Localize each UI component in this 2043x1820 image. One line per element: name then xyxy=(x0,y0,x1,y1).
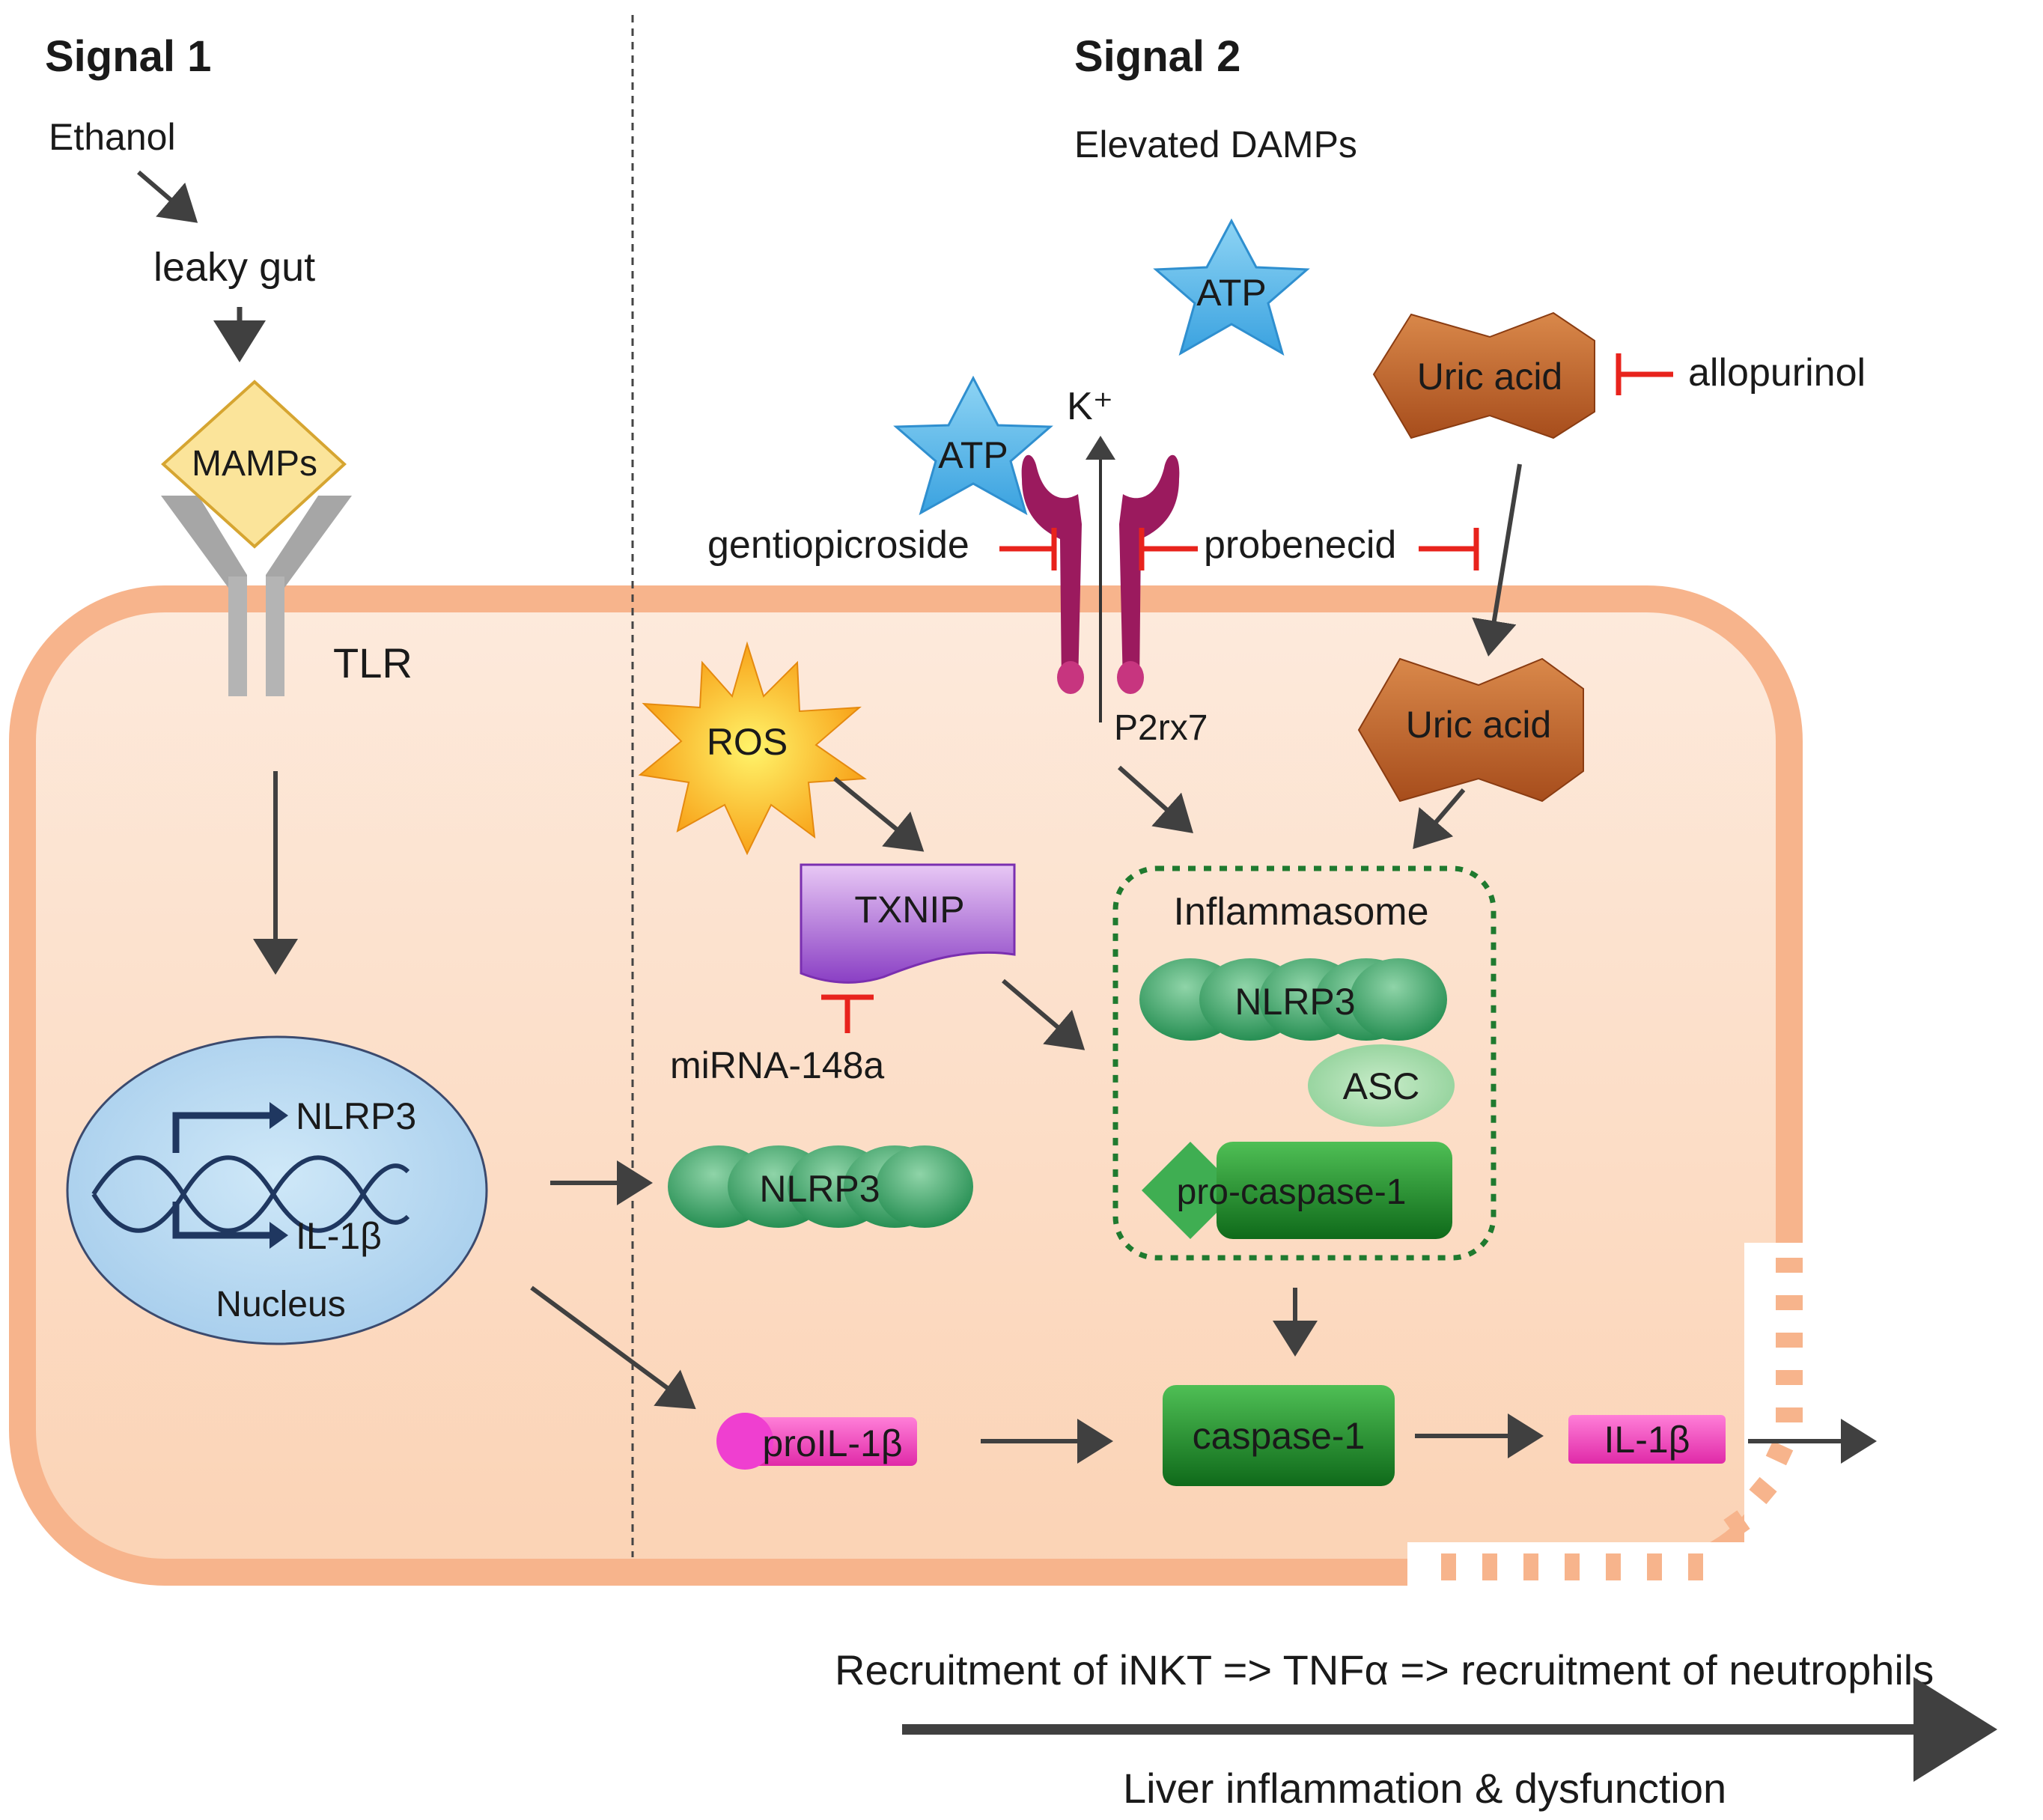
proil1b-label: proIL-1β xyxy=(762,1422,902,1464)
mirna-inhibitor xyxy=(821,994,874,1033)
uric-acid-outside xyxy=(1372,311,1595,439)
proil1b-head xyxy=(716,1413,773,1470)
p2rx7-label: P2rx7 xyxy=(1114,708,1208,748)
tlr-receptor xyxy=(161,496,352,696)
txnip-label: TXNIP xyxy=(854,889,964,931)
recruitment-text: Recruitment of iNKT => TNFα => recruitme… xyxy=(835,1646,1934,1693)
tlr-label: TLR xyxy=(333,639,412,687)
inflammasome-box xyxy=(1112,865,1497,1261)
ros-label: ROS xyxy=(707,721,788,763)
probenecid-uric-inhibitor xyxy=(1419,528,1479,570)
nlrp3-free-label: NLRP3 xyxy=(759,1168,880,1210)
il1b-box xyxy=(1568,1415,1726,1464)
damps-label: Elevated DAMPs xyxy=(1074,124,1357,165)
atp-star-top xyxy=(1153,218,1310,356)
liver-text: Liver inflammation & dysfunction xyxy=(1123,1765,1726,1812)
allopurinol-label: allopurinol xyxy=(1688,351,1866,395)
uric-acid-out-label: Uric acid xyxy=(1417,356,1562,398)
caspase1-box xyxy=(1163,1385,1395,1486)
uric-acid-in-label: Uric acid xyxy=(1406,704,1551,746)
arrow-ethanol-leakygut xyxy=(137,170,198,223)
caspase1-label: caspase-1 xyxy=(1193,1415,1365,1457)
k-ion-label: K⁺ xyxy=(1067,385,1113,428)
pro-caspase-label: pro-caspase-1 xyxy=(1177,1172,1407,1212)
nlrp3-complex xyxy=(1139,958,1447,1041)
probenecid-label: probenecid xyxy=(1204,523,1396,567)
arrow-ros-txnip xyxy=(833,776,925,852)
p2rx7-channel xyxy=(1021,454,1180,694)
ethanol-label: Ethanol xyxy=(49,116,176,158)
txnip-box xyxy=(800,863,1016,984)
il1b-label: IL-1β xyxy=(1604,1419,1690,1461)
gene-il1b-label: IL-1β xyxy=(296,1215,382,1257)
mamps-diamond xyxy=(161,380,347,549)
uric-acid-inside xyxy=(1357,657,1584,803)
asc-label: ASC xyxy=(1343,1065,1420,1107)
asc-blob xyxy=(1308,1044,1455,1127)
ros-burst xyxy=(638,641,867,856)
arrow-txnip-inflammasome xyxy=(1002,979,1086,1050)
signal2-title: Signal 2 xyxy=(1074,32,1240,81)
allopurinol-inhibitor xyxy=(1616,353,1673,395)
nucleus-label: Nucleus xyxy=(216,1285,345,1324)
atp-left-label: ATP xyxy=(938,434,1008,476)
atp-star-left xyxy=(893,375,1053,516)
pro-caspase-box xyxy=(1217,1142,1452,1239)
dna-helix-icon xyxy=(91,1155,410,1233)
atp-top-label: ATP xyxy=(1196,272,1267,314)
arrow-uric-inflammasome xyxy=(1413,788,1466,850)
gene-arrow-il1b-icon xyxy=(172,1202,288,1249)
pro-caspase-diamond xyxy=(1142,1142,1239,1239)
inflammasome-label: Inflammasome xyxy=(1174,890,1429,934)
cell-membrane xyxy=(9,585,1834,1595)
arrow-nucleus-proil1b xyxy=(530,1285,696,1410)
gene-arrow-nlrp3-icon xyxy=(172,1102,288,1153)
arrow-p2rx7-inflammasome xyxy=(1118,765,1193,833)
membrane-pores xyxy=(1441,1258,1803,1580)
leaky-gut-label: leaky gut xyxy=(153,245,315,290)
signal1-title: Signal 1 xyxy=(45,32,211,81)
mirna-label: miRNA-148a xyxy=(670,1044,884,1086)
probenecid-p2rx7-inhibitor xyxy=(1139,528,1198,570)
nlrp3-complex-label: NLRP3 xyxy=(1234,981,1355,1023)
gentiopicroside-label: gentiopicroside xyxy=(707,523,969,567)
nlrp3-free xyxy=(668,1145,973,1228)
proil1b-box xyxy=(737,1417,917,1466)
gene-nlrp3-label: NLRP3 xyxy=(296,1095,416,1137)
gentiopicroside-inhibitor xyxy=(999,528,1057,570)
arrow-uric-entry xyxy=(1472,463,1522,657)
mamps-label: MAMPs xyxy=(192,444,317,484)
